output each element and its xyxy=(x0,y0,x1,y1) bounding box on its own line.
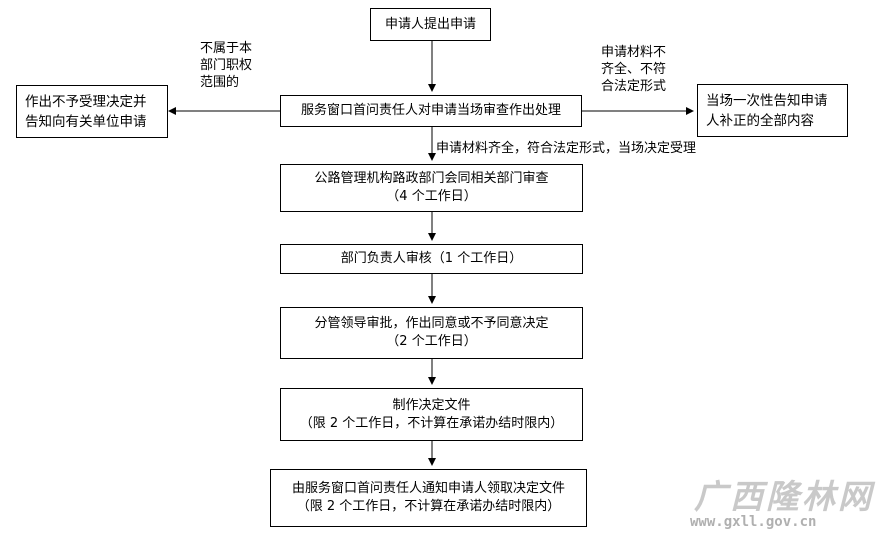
node-reject: 作出不予受理决定并 告知向有关单位申请 xyxy=(16,85,168,138)
label-incomplete: 申请材料不 齐全、不符 合法定形式 xyxy=(601,44,666,95)
node-review: 服务窗口首问责任人对申请当场审查作出处理 xyxy=(280,95,582,127)
node-audit: 公路管理机构路政部门会同相关部门审查 （4 个工作日） xyxy=(280,164,583,212)
node-dept-head: 部门负责人审核（1 个工作日） xyxy=(280,244,583,274)
node-leader-line-2: （2 个工作日） xyxy=(386,334,477,349)
label-not-in-scope: 不属于本 部门职权 范围的 xyxy=(200,40,252,91)
node-reject-line-1: 作出不予受理决定并 xyxy=(25,93,147,110)
label-not-in-scope-line-2: 部门职权 xyxy=(200,58,253,73)
label-accepted-text: 申请材料齐全，符合法定形式，当场决定受理 xyxy=(436,141,697,156)
node-notify-line-1: 当场一次性告知申请 xyxy=(706,92,828,109)
label-accepted: 申请材料齐全，符合法定形式，当场决定受理 xyxy=(436,140,696,157)
label-incomplete-line-3: 合法定形式 xyxy=(601,79,667,94)
node-pickup: 由服务窗口首问责任人通知申请人领取决定文件 （限 2 个工作日，不计算在承诺办结… xyxy=(270,469,587,527)
node-audit-line-1: 公路管理机构路政部门会同相关部门审查 xyxy=(314,171,549,186)
node-pickup-line-2: （限 2 个工作日，不计算在承诺办结时限内） xyxy=(296,499,561,514)
node-document-line-1: 制作决定文件 xyxy=(392,397,471,413)
node-pickup-line-1: 由服务窗口首问责任人通知申请人领取决定文件 xyxy=(291,481,565,496)
node-notify-line-2: 人补正的全部内容 xyxy=(706,112,814,129)
node-dept-head-text: 部门负责人审核（1 个工作日） xyxy=(340,251,523,266)
node-notify: 当场一次性告知申请 人补正的全部内容 xyxy=(697,84,848,137)
label-not-in-scope-line-1: 不属于本 xyxy=(200,41,253,56)
node-apply: 申请人提出申请 xyxy=(370,8,491,41)
node-review-text: 服务窗口首问责任人对申请当场审查作出处理 xyxy=(300,103,561,118)
node-audit-line-2: （4 个工作日） xyxy=(386,189,477,204)
label-not-in-scope-line-3: 范围的 xyxy=(200,75,240,90)
node-apply-text: 申请人提出申请 xyxy=(384,16,476,32)
node-leader: 分管领导审批，作出同意或不予同意决定 （2 个工作日） xyxy=(280,307,583,359)
node-leader-line-1: 分管领导审批，作出同意或不予同意决定 xyxy=(314,316,549,331)
node-document: 制作决定文件 （限 2 个工作日，不计算在承诺办结时限内） xyxy=(280,388,583,441)
watermark-site-name: 广西隆林网 xyxy=(694,477,874,516)
node-document-line-2: （限 2 个工作日，不计算在承诺办结时限内） xyxy=(299,415,564,431)
node-reject-line-2: 告知向有关单位申请 xyxy=(25,113,147,130)
watermark-site-url: www.gxll.gov.cn xyxy=(690,514,817,530)
label-incomplete-line-1: 申请材料不 xyxy=(601,45,667,60)
label-incomplete-line-2: 齐全、不符 xyxy=(601,62,667,77)
